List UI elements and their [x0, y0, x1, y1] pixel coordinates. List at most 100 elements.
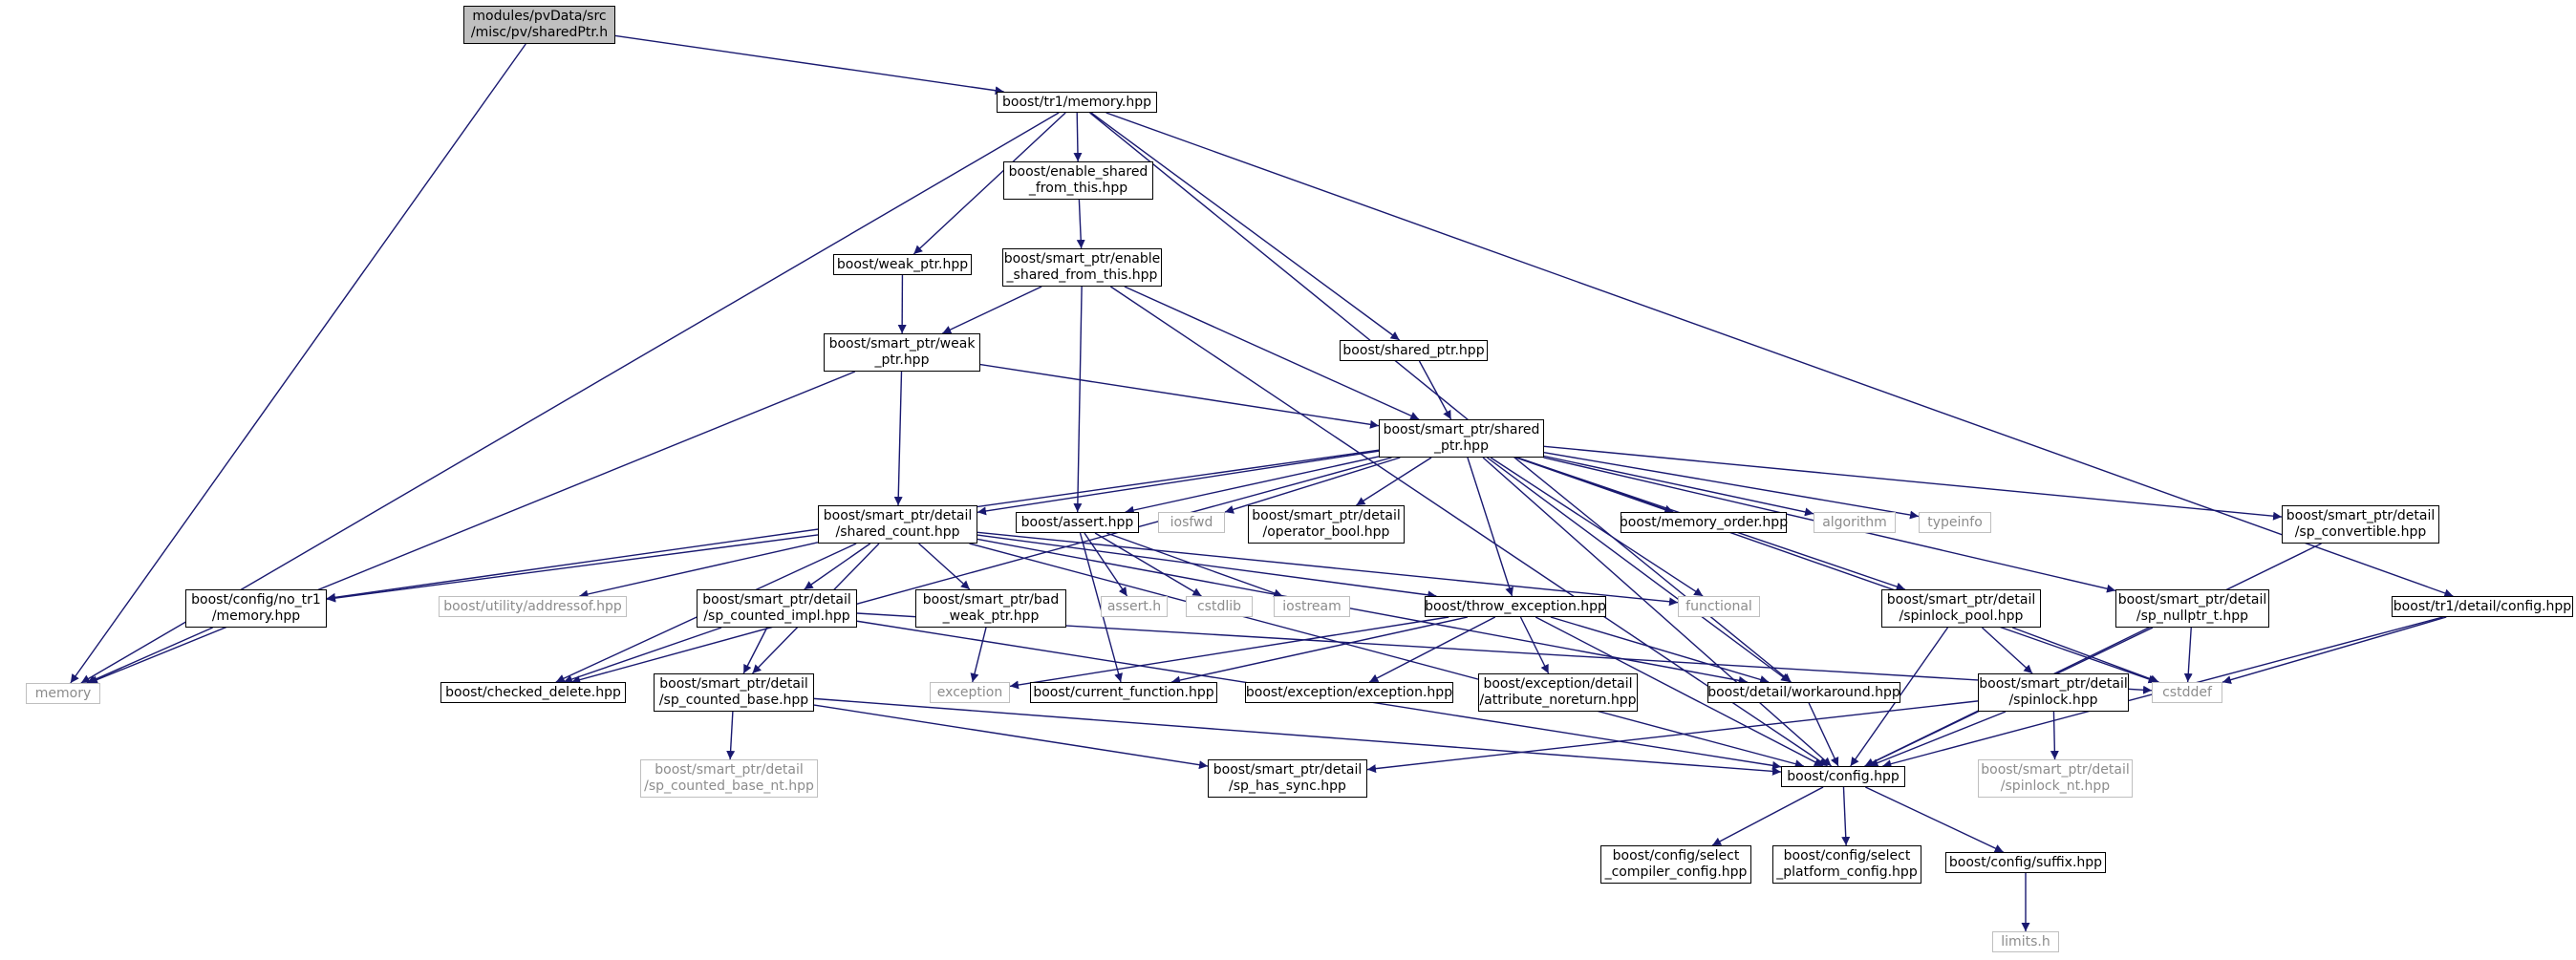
edge-shared_count-to-workaround — [977, 538, 1748, 685]
node-algorithm: algorithm — [1814, 512, 1896, 533]
node-cstdlib: cstdlib — [1186, 596, 1253, 617]
node-detail-sp-counted-base-nt: boost/smart_ptr/detail /sp_counted_base_… — [640, 759, 818, 798]
node-exception: exception — [930, 682, 1010, 703]
node-detail-workaround[interactable]: boost/detail/workaround.hpp — [1707, 682, 1900, 703]
edge-root-to-memory — [70, 43, 526, 684]
edge-sp_weak-to-sp_shared — [979, 363, 1380, 429]
edge-throw_exc-to-config — [1535, 616, 1824, 767]
node-limits-h: limits.h — [1992, 931, 2059, 952]
edge-sp_shared-to-sp_conv — [1543, 445, 2283, 521]
node-detail-sp-counted-impl[interactable]: boost/smart_ptr/detail /sp_counted_impl.… — [697, 589, 857, 628]
node-detail-shared-count[interactable]: boost/smart_ptr/detail /shared_count.hpp — [818, 505, 977, 544]
edge-tr1mem-to-memory — [80, 112, 1060, 684]
edge-spinlock-to-spinlock_nt — [2050, 711, 2059, 760]
edge-enable_hpp-to-sp_enable — [1076, 199, 1085, 249]
edge-sp_weak-to-shared_count — [893, 371, 903, 506]
edge-root-to-tr1mem — [614, 34, 1004, 96]
edge-counted_base-to-base_nt — [726, 711, 736, 760]
node-detail-spinlock-pool[interactable]: boost/smart_ptr/detail /spinlock_pool.hp… — [1881, 589, 2041, 628]
node-boost-enable-shared-from-this[interactable]: boost/enable_shared _from_this.hpp — [1003, 161, 1153, 200]
node-boost-weak-ptr[interactable]: boost/weak_ptr.hpp — [833, 254, 972, 275]
edge-shared_count-to-throw_exc — [977, 534, 1437, 600]
edge-shared_count-to-counted_impl — [804, 543, 871, 590]
edge-counted_impl-to-counted_base — [742, 627, 768, 674]
node-cstddef: cstddef — [2152, 682, 2222, 703]
edge-sp_shared-to-typeinfo — [1543, 452, 1920, 520]
edge-sp_shared-to-assert — [1125, 456, 1380, 515]
edge-assert-to-asserth — [1084, 532, 1128, 597]
edge-shared_count-to-addressof — [579, 542, 819, 599]
edge-sp_enable-to-assert — [1073, 286, 1083, 513]
node-detail-sp-convertible[interactable]: boost/smart_ptr/detail /sp_convertible.h… — [2282, 505, 2439, 544]
edge-sp_conv-to-config — [1864, 543, 2322, 767]
edge-counted_impl-to-checked_del — [563, 627, 722, 684]
edge-sp_shared-to-shared_count — [977, 450, 1380, 516]
edge-sp_enable-to-sp_weak — [942, 286, 1042, 334]
edge-sp_shared-to-checked_del — [570, 457, 1392, 684]
edge-sp_shared-to-workaround — [1487, 457, 1791, 683]
edge-sp_shared-to-config — [1482, 457, 1833, 767]
node-detail-operator-bool[interactable]: boost/smart_ptr/detail /operator_bool.hp… — [1248, 505, 1405, 544]
node-config-select-compiler-config[interactable]: boost/config/select _compiler_config.hpp — [1600, 845, 1751, 884]
edge-config-to-sel_platform — [1841, 786, 1851, 846]
edge-tr1mem-to-enable_hpp — [1073, 112, 1083, 162]
edge-sp_shared-to-functional — [1490, 457, 1704, 597]
edge-throw_exc-to-exception — [1009, 616, 1449, 690]
edge-bad_weak-to-exception — [970, 627, 987, 683]
node-boost-shared-ptr[interactable]: boost/shared_ptr.hpp — [1340, 340, 1488, 361]
edge-shared_count-to-no_tr1 — [326, 534, 819, 603]
node-boost-checked-delete[interactable]: boost/checked_delete.hpp — [440, 682, 626, 703]
node-detail-sp-nullptr-t[interactable]: boost/smart_ptr/detail /sp_nullptr_t.hpp — [2115, 589, 2269, 628]
node-config-suffix[interactable]: boost/config/suffix.hpp — [1945, 852, 2106, 873]
node-boost-throw-exception[interactable]: boost/throw_exception.hpp — [1425, 596, 1606, 617]
node-boost-assert[interactable]: boost/assert.hpp — [1016, 512, 1139, 533]
edge-spinlock-to-has_sync — [1366, 700, 1979, 774]
edge-spinlock_pool-to-spinlock — [1981, 627, 2033, 674]
edge-throw_exc-to-workaround — [1550, 616, 1770, 684]
edge-counted_base-to-config — [813, 697, 1782, 776]
node-utility-addressof: boost/utility/addressof.hpp — [439, 596, 627, 617]
node-config-select-platform-config[interactable]: boost/config/select _platform_config.hpp — [1772, 845, 1921, 884]
node-functional: functional — [1678, 596, 1760, 617]
edge-config-to-sel_compiler — [1711, 786, 1824, 846]
edge-shared_count-to-bad_weak — [918, 543, 971, 590]
edge-tr1mem-to-tr1cfg — [1106, 112, 2454, 598]
node-root-sharedptr-h[interactable]: modules/pvData/src /misc/pv/sharedPtr.h — [463, 6, 615, 44]
node-boost-config[interactable]: boost/config.hpp — [1781, 766, 1905, 787]
node-smart-ptr-shared-ptr[interactable]: boost/smart_ptr/shared _ptr.hpp — [1379, 419, 1544, 458]
node-assert-h: assert.h — [1101, 596, 1168, 617]
edge-throw_exc-to-cur_func — [1170, 616, 1469, 685]
node-detail-sp-has-sync[interactable]: boost/smart_ptr/detail /sp_has_sync.hpp — [1208, 759, 1367, 798]
edge-throw_exc-to-attr_noret — [1519, 616, 1550, 674]
edge-counted_impl-to-cstddef — [856, 612, 2153, 694]
node-boost-memory-order[interactable]: boost/memory_order.hpp — [1620, 512, 1788, 533]
node-smart-ptr-enable-shared-from-this[interactable]: boost/smart_ptr/enable _shared_from_this… — [1002, 248, 1162, 287]
node-config-no-tr1-memory[interactable]: boost/config/no_tr1 /memory.hpp — [185, 589, 327, 628]
node-exception-exception[interactable]: boost/exception/exception.hpp — [1245, 682, 1453, 703]
edge-counted_base-to-has_sync — [813, 704, 1209, 770]
node-boost-tr1-memory[interactable]: boost/tr1/memory.hpp — [997, 92, 1157, 113]
edge-sp_shared-to-throw_exc — [1467, 457, 1514, 597]
node-tr1-detail-config[interactable]: boost/tr1/detail/config.hpp — [2392, 596, 2573, 617]
edge-tr1mem-to-shared_ptr — [1090, 112, 1401, 341]
node-detail-spinlock[interactable]: boost/smart_ptr/detail /spinlock.hpp — [1978, 673, 2129, 712]
edge-tr1mem-to-weak_ptr — [912, 112, 1066, 255]
node-typeinfo: typeinfo — [1919, 512, 1991, 533]
edge-spinlock_pool-to-cstddef — [2012, 627, 2159, 684]
edge-sp_shared-to-iosfwd — [1224, 457, 1401, 514]
node-boost-current-function[interactable]: boost/current_function.hpp — [1030, 682, 1217, 703]
node-iosfwd: iosfwd — [1158, 512, 1225, 533]
node-exception-detail-attribute-noreturn[interactable]: boost/exception/detail /attribute_noretu… — [1478, 673, 1638, 712]
edge-shared_count-to-config — [969, 543, 1804, 769]
edge-sp_shared-to-op_bool — [1356, 457, 1432, 506]
node-smart-ptr-weak-ptr[interactable]: boost/smart_ptr/weak _ptr.hpp — [824, 333, 980, 372]
node-iostream: iostream — [1274, 596, 1350, 617]
edge-tr1cfg-to-cstddef — [2222, 616, 2447, 685]
node-detail-sp-counted-base[interactable]: boost/smart_ptr/detail /sp_counted_base.… — [654, 673, 814, 712]
edge-sp_weak-to-memory — [88, 371, 856, 684]
edge-config-to-suffix — [1865, 786, 2004, 853]
node-memory: memory — [26, 683, 100, 704]
node-detail-spinlock-nt: boost/smart_ptr/detail /spinlock_nt.hpp — [1978, 759, 2133, 798]
node-smart-ptr-bad-weak-ptr[interactable]: boost/smart_ptr/bad _weak_ptr.hpp — [915, 589, 1066, 628]
